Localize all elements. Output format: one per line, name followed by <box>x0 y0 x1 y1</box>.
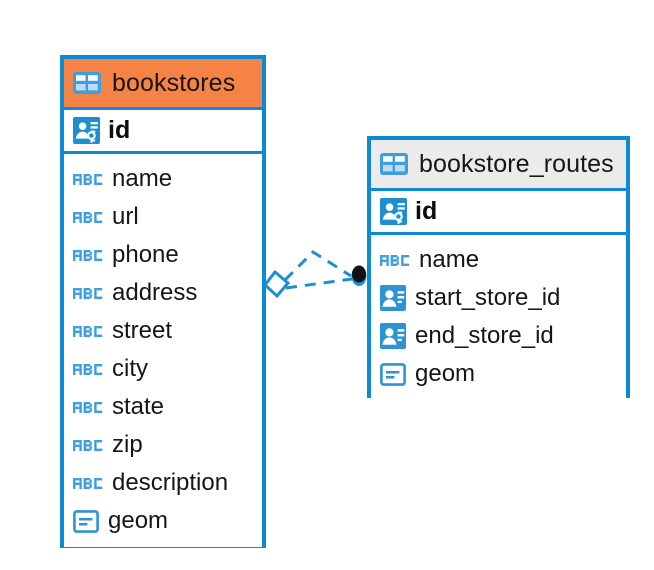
primary-key-label: id <box>415 197 438 225</box>
primary-key-row-bookstore-routes[interactable]: id <box>371 188 626 235</box>
field-label: zip <box>112 431 143 458</box>
geometry-icon <box>380 362 406 386</box>
field-row-address[interactable]: address <box>64 274 262 312</box>
field-row-description[interactable]: description <box>64 464 262 502</box>
abc-text-icon <box>73 323 103 340</box>
field-row-geom[interactable]: geom <box>64 502 262 540</box>
abc-text-icon <box>73 285 103 302</box>
entity-title: bookstores <box>112 68 236 97</box>
diamond-marker-icon <box>262 269 291 299</box>
field-list-bookstores: name <box>64 154 262 547</box>
field-label: geom <box>415 360 476 387</box>
field-row-start-store-id[interactable]: start_store_id <box>371 279 626 317</box>
entity-header-bookstores[interactable]: bookstores <box>64 59 262 107</box>
field-row-geom[interactable]: geom <box>371 355 626 393</box>
abc-text-icon <box>73 247 103 264</box>
primary-key-icon <box>380 198 407 225</box>
field-label: state <box>112 393 165 420</box>
field-label: start_store_id <box>415 284 561 311</box>
field-row-name[interactable]: name <box>64 160 262 198</box>
entity-bookstores[interactable]: bookstores id <box>60 55 266 548</box>
table-icon <box>73 72 101 94</box>
entity-bookstore-routes[interactable]: bookstore_routes id <box>367 136 630 400</box>
entity-title: bookstore_routes <box>419 149 614 178</box>
primary-key-row-bookstores[interactable]: id <box>64 107 262 154</box>
field-label: city <box>112 355 148 382</box>
field-label: description <box>112 469 229 496</box>
field-row-end-store-id[interactable]: end_store_id <box>371 317 626 355</box>
field-label: address <box>112 279 198 306</box>
field-label: end_store_id <box>415 322 554 349</box>
field-list-bookstore-routes: name start_store_id <box>371 235 626 400</box>
relationship-line-upper <box>283 250 352 282</box>
foreign-key-icon <box>380 323 406 349</box>
abc-text-icon <box>73 171 103 188</box>
field-row-zip[interactable]: zip <box>64 426 262 464</box>
field-label: phone <box>112 241 179 268</box>
entity-header-bookstore-routes[interactable]: bookstore_routes <box>371 140 626 188</box>
field-label: street <box>112 317 173 344</box>
abc-text-icon <box>73 399 103 416</box>
table-icon <box>380 153 408 175</box>
primary-key-label: id <box>108 116 131 144</box>
foreign-key-icon <box>380 285 406 311</box>
field-label: name <box>112 165 173 192</box>
field-row-url[interactable]: url <box>64 198 262 236</box>
field-label: geom <box>108 507 169 534</box>
field-label: url <box>112 203 139 230</box>
abc-text-icon <box>73 437 103 454</box>
abc-text-icon <box>380 252 410 269</box>
abc-text-icon <box>73 475 103 492</box>
abc-text-icon <box>73 361 103 378</box>
geometry-icon <box>73 509 99 533</box>
field-label: name <box>419 246 480 273</box>
field-row-city[interactable]: city <box>64 350 262 388</box>
field-row-phone[interactable]: phone <box>64 236 262 274</box>
field-row-name[interactable]: name <box>371 241 626 279</box>
filled-circle-marker-icon <box>351 265 367 286</box>
field-row-street[interactable]: street <box>64 312 262 350</box>
relationship-line-lower <box>285 277 353 290</box>
primary-key-icon <box>73 117 100 144</box>
field-row-state[interactable]: state <box>64 388 262 426</box>
abc-text-icon <box>73 209 103 226</box>
